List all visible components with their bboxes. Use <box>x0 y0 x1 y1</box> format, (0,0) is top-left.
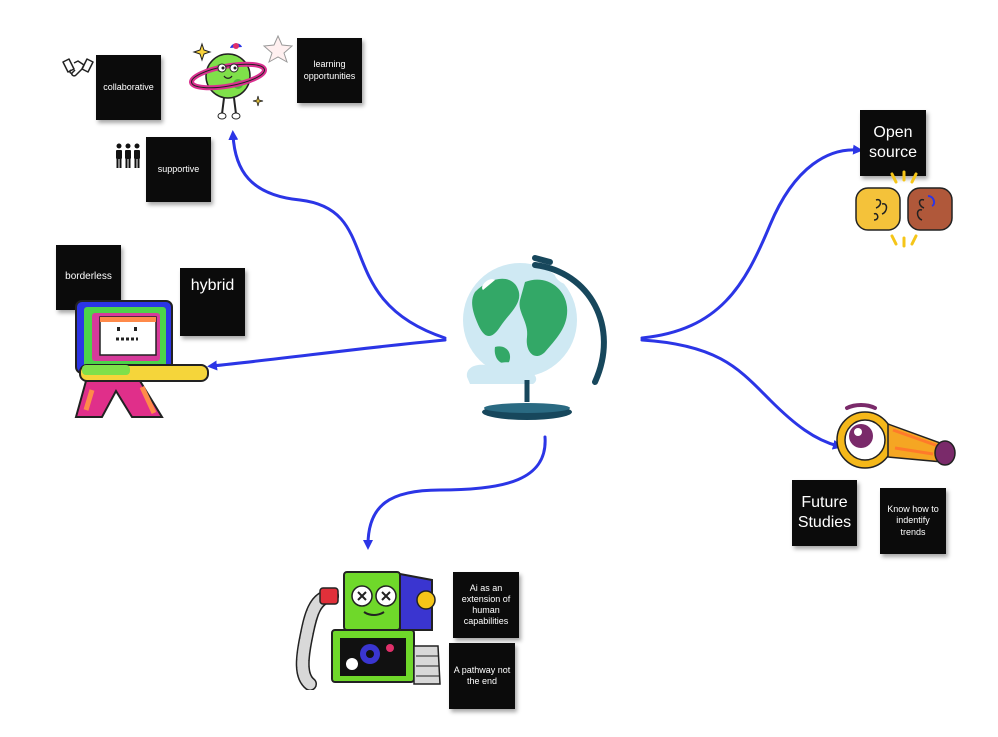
handshake-icon <box>62 58 94 77</box>
connector-to-laptop <box>207 338 447 371</box>
note-ai-as-an-extension[interactable]: Ai as an extension of human capabilities <box>453 572 519 638</box>
connector-to-open-source <box>640 144 863 340</box>
note-borderless[interactable]: borderless <box>56 245 121 310</box>
telescope-eye-icon <box>836 403 956 469</box>
fist-bump-icon <box>855 170 953 248</box>
note-open-source[interactable]: Open source <box>860 110 926 176</box>
note-know-how-to-indentify-trends[interactable]: Know how to indentify trends <box>880 488 946 554</box>
star-icon <box>262 34 294 64</box>
note-future-studies[interactable]: Future Studies <box>792 480 857 546</box>
connector-to-planet <box>228 130 447 340</box>
planet-character-icon <box>189 42 267 120</box>
connector-to-robot <box>363 435 547 550</box>
note-supportive[interactable]: supportive <box>146 137 211 202</box>
note-a-pathway-not-the-end[interactable]: A pathway not the end <box>449 643 515 709</box>
globe-icon <box>463 255 607 420</box>
laptop-character-icon <box>74 300 209 418</box>
note-learning-opportunities[interactable]: learning opportunities <box>297 38 362 103</box>
people-group-icon <box>116 143 140 168</box>
robot-icon <box>295 571 441 690</box>
note-hybrid[interactable]: hybrid <box>180 268 245 336</box>
connector-to-telescope <box>640 338 843 450</box>
note-collaborative[interactable]: collaborative <box>96 55 161 120</box>
